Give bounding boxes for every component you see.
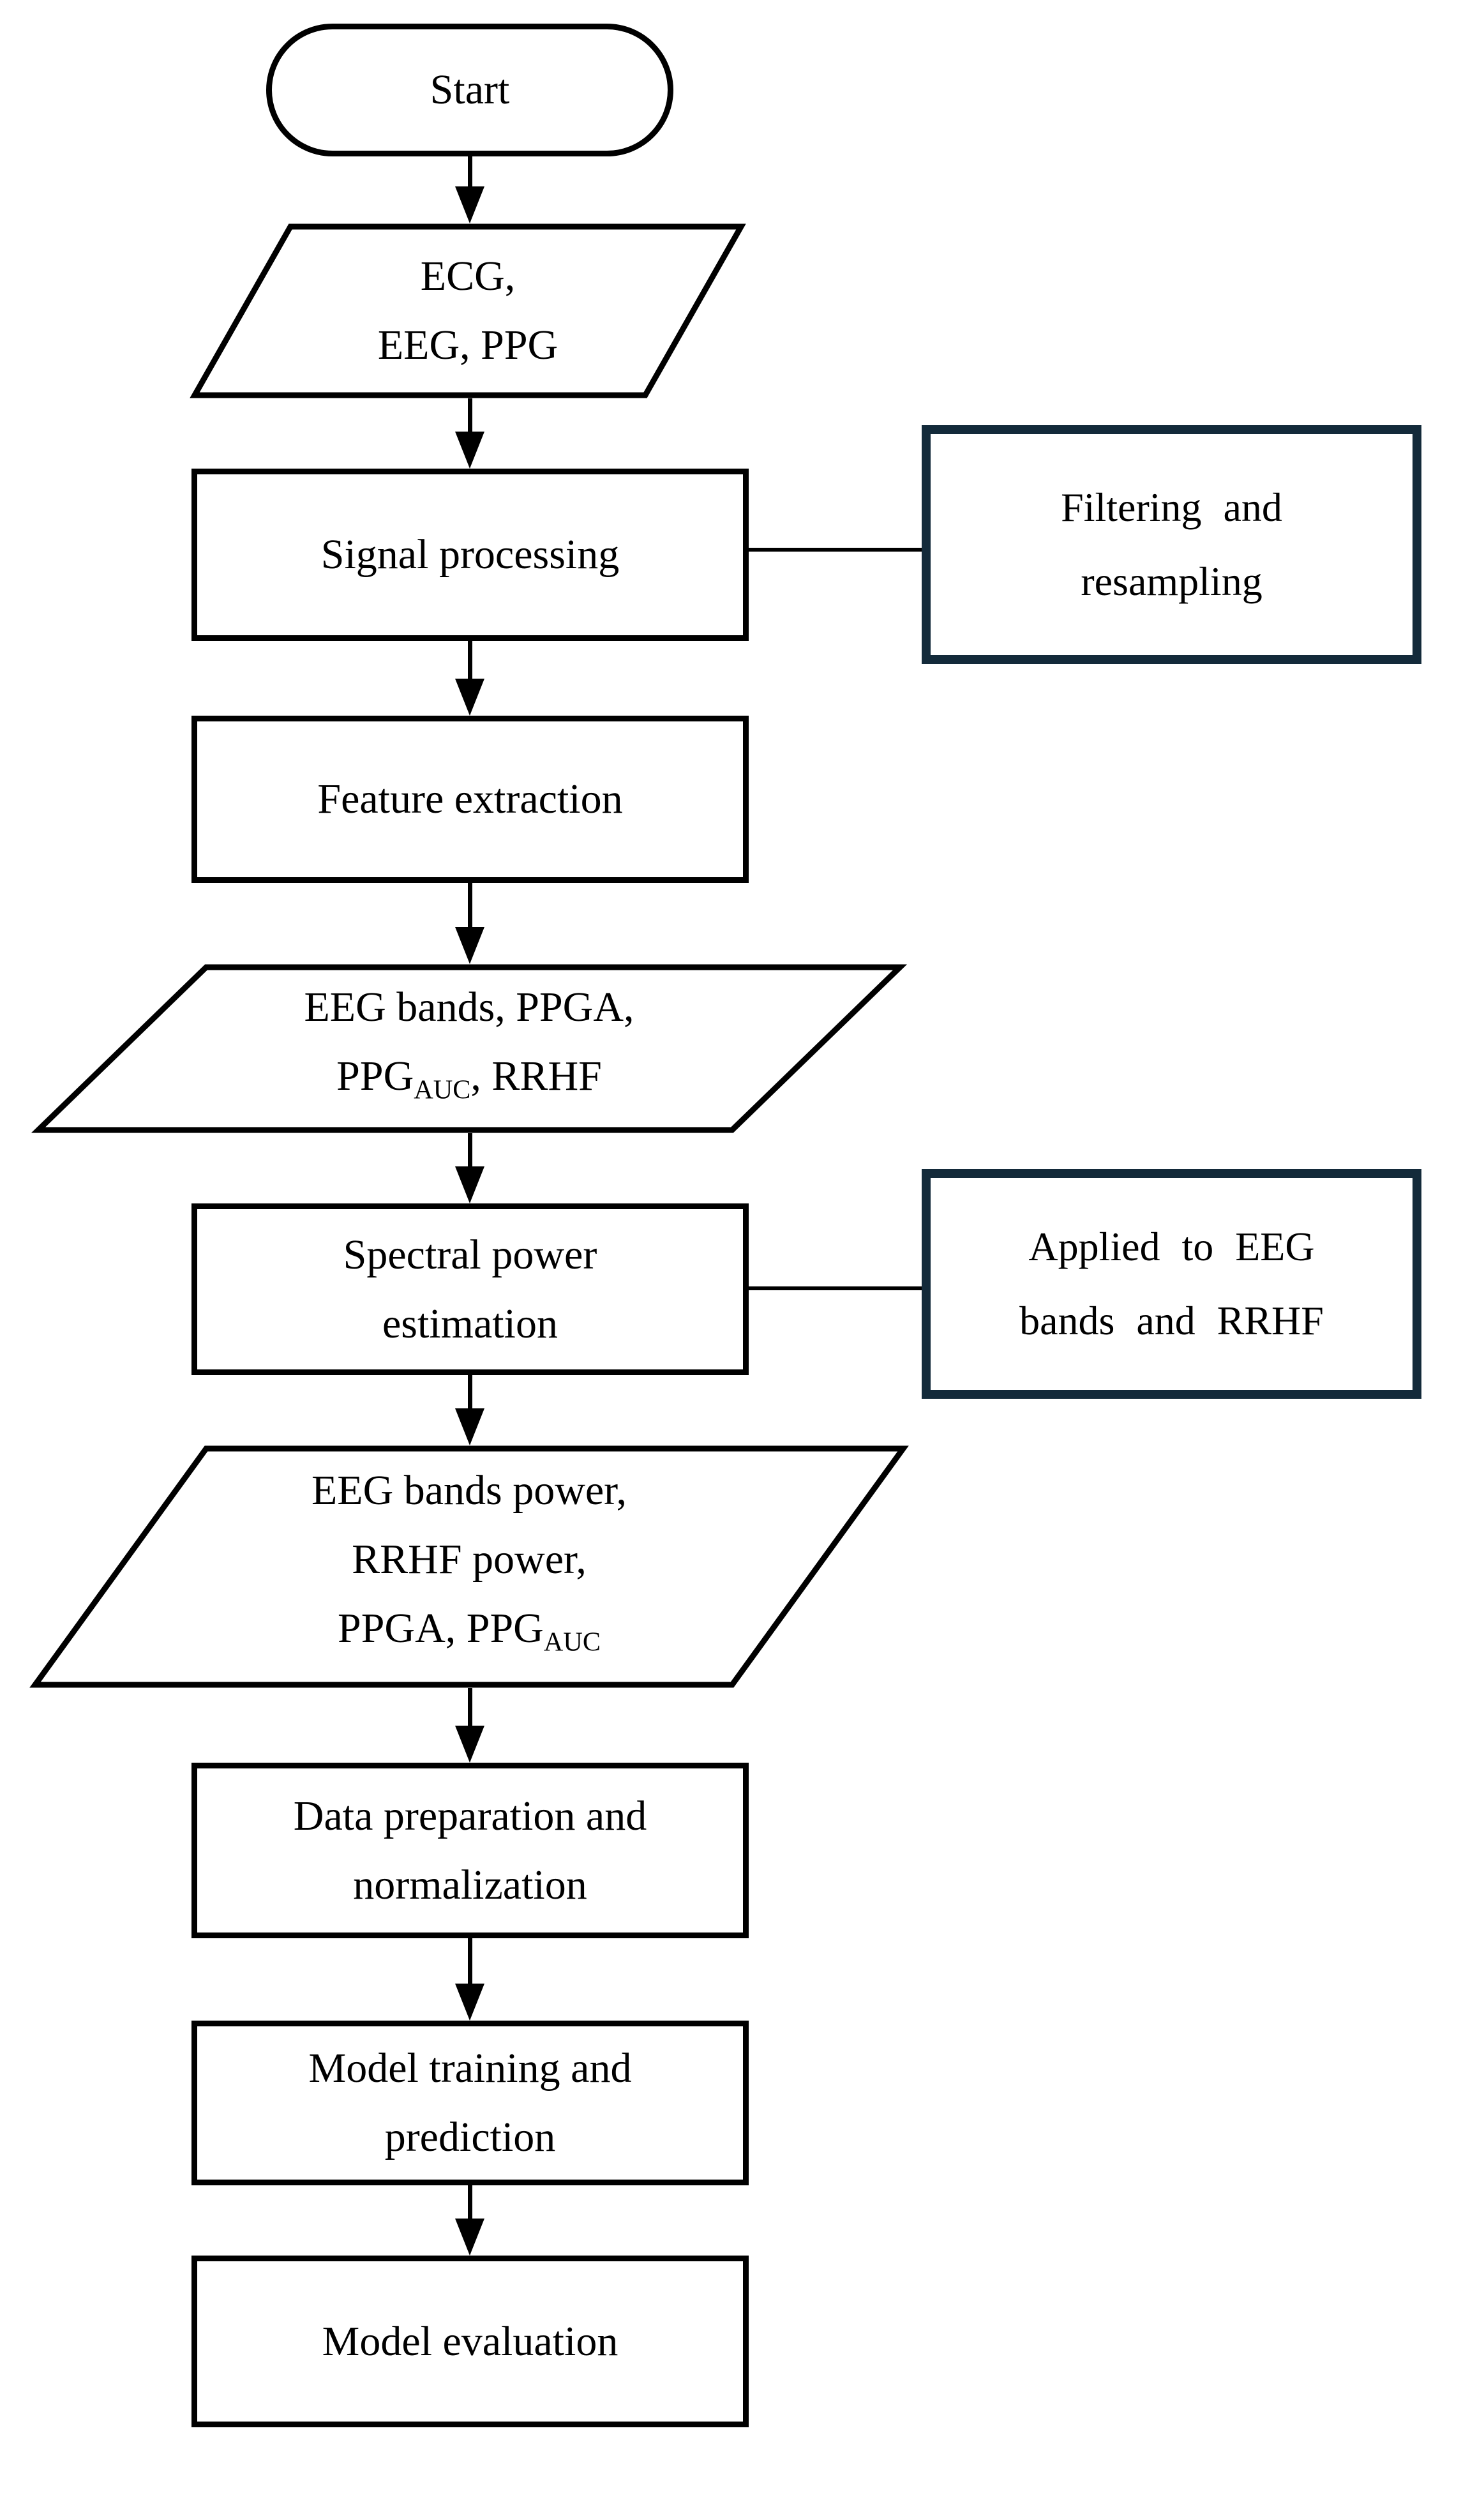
flow-arrow-shaft — [468, 883, 472, 929]
node-label: Start — [430, 66, 510, 113]
input-data-parallelogram: ECG,EEG, PPG — [190, 223, 746, 398]
flow-arrow-shaft — [468, 156, 472, 188]
flow-arrow-shaft — [468, 641, 472, 681]
model-evaluation-box: Model evaluation — [191, 2256, 749, 2427]
flow-arrow-shaft — [468, 1938, 472, 1985]
flow-arrow-shaft — [468, 1133, 472, 1168]
annotation-connector — [749, 548, 922, 552]
node-label: Feature extraction — [317, 776, 623, 822]
node-label: ECG,EEG, PPG — [377, 253, 558, 368]
features-data-parallelogram: EEG bands, PPGA,PPGAUC, RRHF — [31, 964, 908, 1133]
power-data-parallelogram: EEG bands power,RRHF power,PPGA, PPGAUC — [29, 1445, 909, 1688]
flow-arrow-shaft — [468, 1375, 472, 1410]
parallelogram-outline — [31, 964, 908, 1133]
node-label: EEG bands, PPGA,PPGAUC, RRHF — [304, 983, 634, 1105]
flow-arrow-head — [455, 1408, 484, 1445]
parallelogram-outline — [29, 1445, 909, 1688]
start-terminator: Start — [266, 24, 673, 156]
node-label: EEG bands power,RRHF power,PPGA, PPGAUC — [311, 1467, 627, 1657]
signal-processing-box: Signal processing — [191, 469, 749, 641]
parallelogram-outline — [190, 223, 746, 398]
feature-extraction-box: Feature extraction — [191, 716, 749, 883]
node-label: Signal processing — [320, 531, 620, 578]
flow-arrow-head — [455, 432, 484, 469]
flow-arrow-head — [455, 679, 484, 716]
node-label: Model evaluation — [322, 2317, 618, 2365]
flow-arrow-head — [455, 1984, 484, 2021]
annotation-connector — [749, 1286, 922, 1290]
flow-arrow-head — [455, 1166, 484, 1203]
flow-arrow-head — [455, 927, 484, 964]
flow-arrow-shaft — [468, 1688, 472, 1728]
flow-arrow-shaft — [468, 398, 472, 433]
flow-arrow-head — [455, 2219, 484, 2256]
flow-arrow-head — [455, 186, 484, 223]
flow-arrow-head — [455, 1726, 484, 1763]
flow-arrow-shaft — [468, 2185, 472, 2220]
